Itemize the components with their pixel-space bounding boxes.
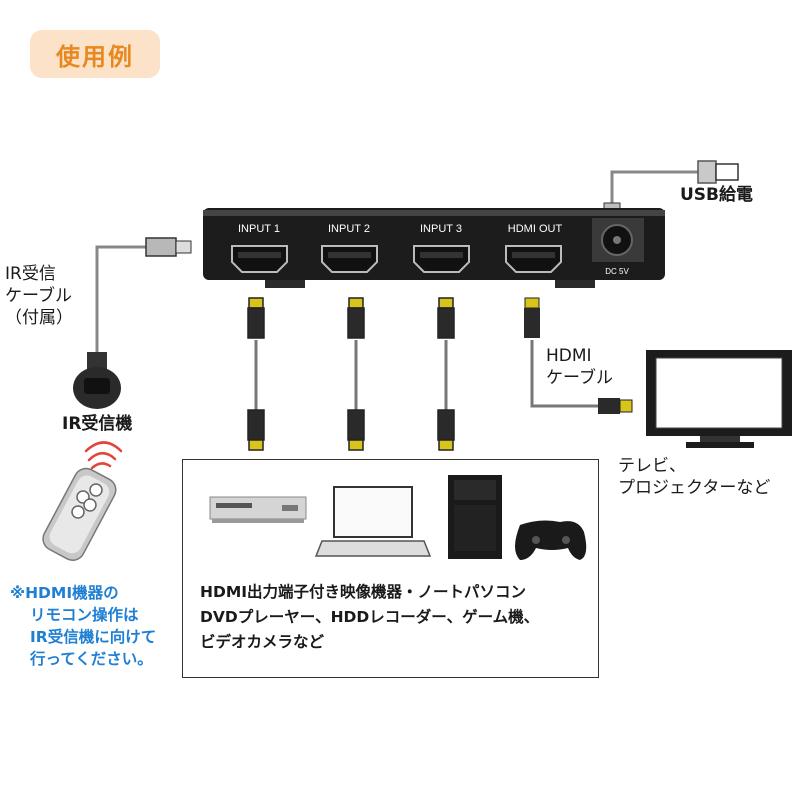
usage-example-badge: 使用例: [30, 30, 160, 78]
remote-control-icon: [42, 441, 123, 561]
ir-cable-label: IR受信 ケーブル （付属）: [5, 263, 73, 329]
game-console-icon: [448, 475, 502, 559]
remote-note-line: IR受信機に向けて: [30, 628, 157, 646]
dc-label: DC 5V: [605, 267, 629, 276]
ir-cable-label-line: （付属）: [5, 308, 73, 328]
hdmi-switcher: [203, 208, 665, 288]
source-devices-box: [182, 459, 599, 678]
source-devices-line: HDMI出力端子付き映像機器・ノートパソコン: [200, 583, 527, 601]
tv-label-line: テレビ、: [618, 456, 686, 476]
tv-icon: [646, 350, 792, 448]
ir-receiver-icon: [73, 352, 121, 409]
remote-note: ※HDMI機器の リモコン操作は IR受信機に向けて 行ってください。: [10, 582, 156, 670]
usb-power-label: USB給電: [680, 185, 754, 205]
remote-note-line: ※HDMI機器の: [10, 584, 119, 602]
port-input-2: [321, 245, 378, 273]
source-devices-text: HDMI出力端子付き映像機器・ノートパソコン DVDプレーヤー、HDDレコーダー…: [200, 580, 539, 655]
port-input-1: [231, 245, 288, 273]
port-label-hdmi-out: HDMI OUT: [508, 223, 563, 235]
hdmi-cable-label-line: ケーブル: [546, 368, 613, 388]
ir-cable: [95, 237, 192, 358]
tv-label-line: プロジェクターなど: [618, 478, 771, 498]
port-input-3: [413, 245, 470, 273]
dvd-player-icon: [209, 496, 307, 523]
ir-receiver-label: IR受信機: [62, 414, 133, 434]
tv-label: テレビ、 プロジェクターなど: [618, 455, 770, 499]
hdmi-output-cable: [524, 297, 633, 414]
remote-note-line: リモコン操作は: [30, 606, 139, 624]
port-hdmi-out: [505, 245, 562, 273]
hdmi-cable-label-line: HDMI: [546, 346, 592, 366]
laptop-icon: [314, 486, 432, 557]
source-devices-line: ビデオカメラなど: [200, 633, 325, 651]
port-label-input-2: INPUT 2: [328, 223, 370, 235]
gamepad-icon: [515, 520, 587, 560]
remote-note-line: 行ってください。: [30, 650, 153, 668]
port-label-input-1: INPUT 1: [238, 223, 280, 235]
port-label-input-3: INPUT 3: [420, 223, 462, 235]
source-devices-line: DVDプレーヤー、HDDレコーダー、ゲーム機、: [200, 608, 540, 626]
ir-cable-label-line: IR受信: [5, 264, 56, 284]
ir-cable-label-line: ケーブル: [5, 286, 72, 306]
hdmi-input-cables: [247, 297, 455, 451]
hdmi-cable-label: HDMI ケーブル: [546, 345, 613, 389]
